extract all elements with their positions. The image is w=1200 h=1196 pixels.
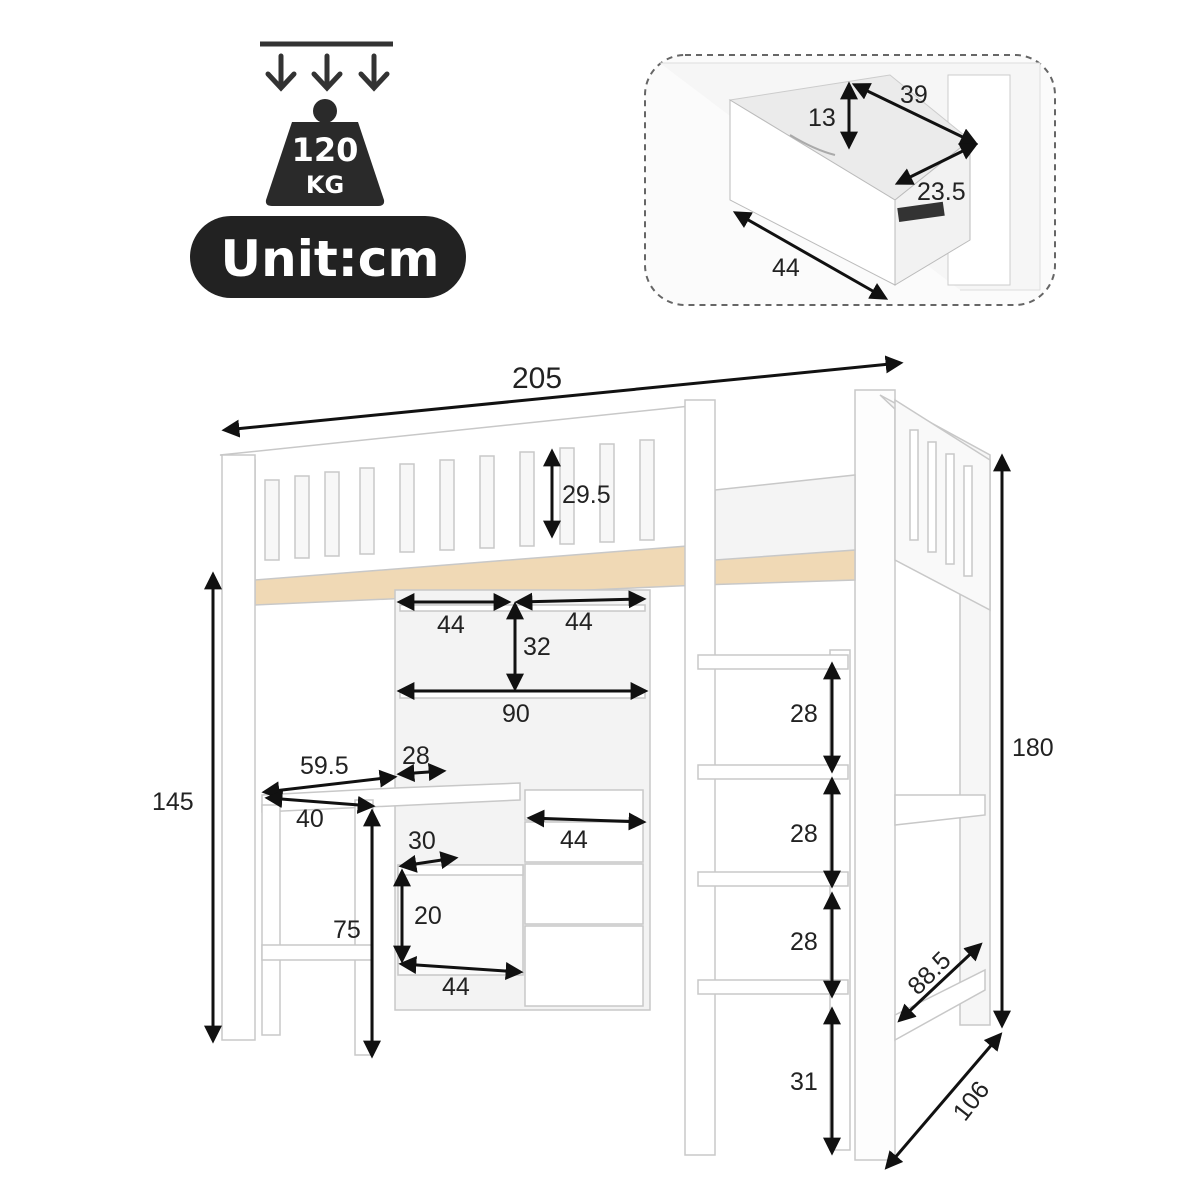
ladder-bottom-label: 31 bbox=[790, 1068, 818, 1096]
desk-gap-label: 28 bbox=[402, 742, 430, 770]
down-arrows-icon bbox=[265, 53, 390, 92]
drawer-depth-top-label: 39 bbox=[900, 81, 928, 109]
bed-width-label: 106 bbox=[948, 1076, 996, 1126]
front-left-post bbox=[221, 454, 256, 1041]
drawer-handle bbox=[789, 134, 836, 156]
shelf-right-label: 44 bbox=[565, 608, 593, 636]
loft-bed-drawing bbox=[219, 389, 991, 1161]
cubby-depth-label: 44 bbox=[442, 973, 470, 1001]
ladder-step-1-label: 28 bbox=[790, 700, 818, 728]
shelf-height-label: 32 bbox=[523, 633, 551, 661]
shelf-left-label: 44 bbox=[437, 611, 465, 639]
shelf-total-label: 90 bbox=[502, 700, 530, 728]
drawer-depth-side-label: 23.5 bbox=[917, 178, 966, 206]
unit-pill bbox=[190, 216, 466, 298]
drawer-slide-rail bbox=[897, 201, 945, 222]
drawer-width-stack-label: 44 bbox=[560, 826, 588, 854]
total-height-label: 180 bbox=[1012, 734, 1054, 762]
ladder-step-2-label: 28 bbox=[790, 820, 818, 848]
desk-depth-label: 40 bbox=[296, 805, 324, 833]
guardrail-slats bbox=[264, 439, 655, 561]
drawer-stack bbox=[524, 789, 644, 1007]
desk-length-label: 59.5 bbox=[300, 752, 349, 780]
weight-capacity-badge: 120 KG Unit:cm bbox=[190, 41, 466, 298]
ladder-rungs bbox=[697, 654, 849, 995]
weight-value: 120 bbox=[292, 131, 359, 169]
rail-height-label: 29.5 bbox=[562, 481, 611, 509]
under-bed-height-label: 145 bbox=[152, 788, 194, 816]
drawer-height-label: 13 bbox=[808, 104, 836, 132]
unit-label: Unit:cm bbox=[221, 230, 440, 288]
desk-height-label: 75 bbox=[333, 916, 361, 944]
bed-dimensions bbox=[204, 355, 1011, 1170]
desk-dimensions bbox=[261, 763, 647, 1059]
drawer-width-label: 44 bbox=[772, 254, 800, 282]
weight-unit: KG bbox=[306, 171, 344, 199]
front-right-post bbox=[854, 389, 896, 1161]
bookshelf-dimensions bbox=[396, 590, 649, 700]
drawer-detail-inset: 13 39 23.5 44 bbox=[644, 54, 1056, 306]
cubby-width-label: 30 bbox=[408, 827, 436, 855]
weight-icon: 120 KG bbox=[265, 99, 385, 206]
cubby-height-label: 20 bbox=[414, 902, 442, 930]
ladder-step-3-label: 28 bbox=[790, 928, 818, 956]
bed-length-label: 205 bbox=[512, 362, 562, 395]
